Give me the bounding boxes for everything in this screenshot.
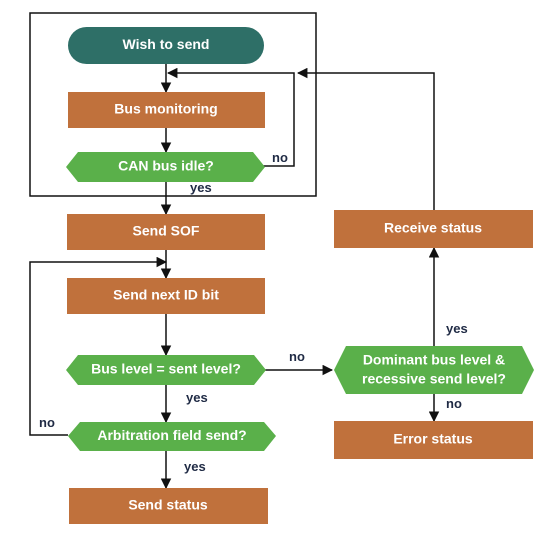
node-send-next-id-bit-label: Send next ID bit	[113, 287, 219, 303]
node-receive-status: Receive status	[334, 210, 533, 248]
node-dominant-recessive-line2: recessive send level?	[362, 371, 506, 387]
node-bus-monitoring-label: Bus monitoring	[114, 101, 217, 117]
label-arbitration-no: no	[39, 415, 55, 430]
node-send-next-id-bit: Send next ID bit	[67, 278, 265, 314]
node-dominant-recessive: Dominant bus level & recessive send leve…	[334, 346, 534, 394]
edge-arbitration-no-loop	[29, 256, 168, 436]
node-arbitration-field-send: Arbitration field send?	[68, 422, 276, 451]
node-bus-level-eq-sent: Bus level = sent level?	[66, 355, 266, 385]
node-can-bus-idle: CAN bus idle?	[66, 152, 265, 182]
node-wish-to-send-label: Wish to send	[123, 36, 210, 52]
node-bus-level-eq-sent-label: Bus level = sent level?	[91, 361, 241, 377]
label-dominant-no: no	[446, 396, 462, 411]
label-idle-yes: yes	[190, 180, 212, 195]
label-bus-level-yes: yes	[186, 390, 208, 405]
node-bus-monitoring: Bus monitoring	[68, 92, 265, 128]
bus-check-frame	[29, 12, 317, 197]
edge-labels: no yes yes no no yes yes no	[39, 150, 468, 474]
label-idle-no: no	[272, 150, 288, 165]
connectors	[29, 64, 440, 490]
edge-receive-to-monitoring	[296, 67, 435, 210]
node-error-status: Error status	[334, 421, 533, 459]
node-send-sof: Send SOF	[67, 214, 265, 250]
node-dominant-recessive-line1: Dominant bus level &	[363, 352, 505, 368]
label-bus-level-no: no	[289, 349, 305, 364]
label-arbitration-yes: yes	[184, 459, 206, 474]
node-error-status-label: Error status	[393, 431, 473, 447]
edge-idle-no-loop	[166, 67, 295, 167]
node-send-status-label: Send status	[128, 497, 208, 513]
node-wish-to-send: Wish to send	[68, 27, 264, 64]
node-receive-status-label: Receive status	[384, 220, 482, 236]
node-send-status: Send status	[69, 488, 268, 524]
node-arbitration-field-send-label: Arbitration field send?	[97, 427, 246, 443]
node-send-sof-label: Send SOF	[133, 223, 200, 239]
label-dominant-yes: yes	[446, 321, 468, 336]
node-can-bus-idle-label: CAN bus idle?	[118, 158, 214, 174]
